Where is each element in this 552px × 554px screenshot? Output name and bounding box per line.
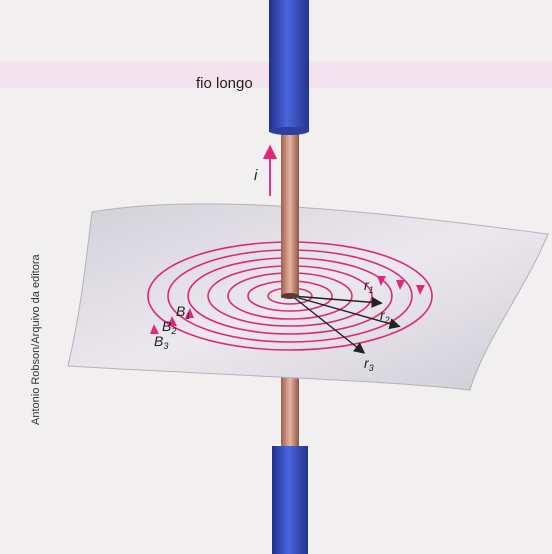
radius-r3 — [291, 295, 366, 354]
wire-label: fio longo — [196, 75, 253, 92]
field-arrow-right-2 — [416, 285, 425, 295]
field-arrow-right-1 — [396, 280, 405, 290]
field-arrow-left-2 — [168, 316, 177, 326]
field-arrow-left-3 — [150, 324, 159, 334]
radius-r2 — [291, 295, 401, 330]
wire-insulation-upper-end — [269, 127, 309, 135]
radius-label-r1: r1 — [364, 277, 374, 295]
image-credit: Antonio Robson/Arquivo da editora — [30, 254, 42, 425]
current-label: i — [254, 167, 258, 184]
radius-vectors — [291, 295, 401, 354]
wire-plane-intersection — [281, 293, 299, 299]
field-label-b2: B2 — [162, 318, 176, 336]
radius-label-r3: r3 — [364, 355, 374, 373]
wire-insulation-upper — [269, 0, 309, 132]
radius-r1 — [291, 295, 383, 308]
field-direction-arrows — [150, 276, 425, 334]
radius-label-r2: r2 — [380, 307, 390, 325]
wire-copper-upper — [281, 128, 299, 298]
field-label-b3: B3 — [154, 333, 168, 351]
field-arrow-left-1 — [185, 308, 194, 318]
field-arrow-right-3 — [377, 276, 386, 286]
wire-insulation-lower — [272, 446, 308, 554]
field-label-b1: B1 — [176, 303, 190, 321]
